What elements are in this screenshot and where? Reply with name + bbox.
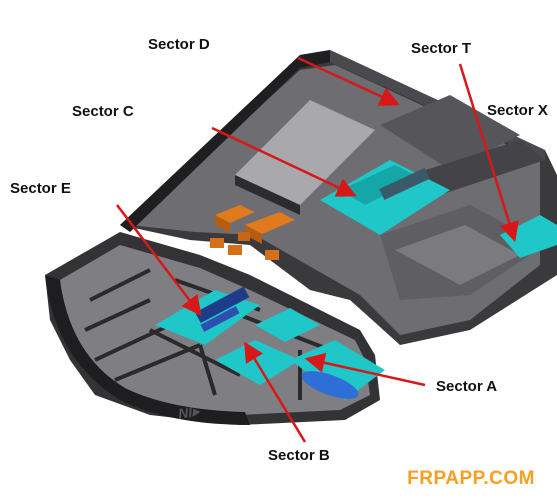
label-sector-a: Sector A xyxy=(436,378,498,395)
arrow-sector-e xyxy=(116,204,202,316)
label-sector-x: Sector X xyxy=(487,102,548,119)
pointer-arrows xyxy=(116,56,519,443)
sector-x-area xyxy=(500,215,557,258)
highlighted-areas xyxy=(155,160,557,400)
watermark: FRPAPP.COM xyxy=(407,468,535,489)
arrow-sector-b xyxy=(244,341,307,443)
svg-text:NI▸: NI▸ xyxy=(177,403,202,422)
label-sector-c: Sector C xyxy=(72,103,134,120)
label-sector-t: Sector T xyxy=(411,40,472,57)
label-sector-b: Sector B xyxy=(268,447,330,464)
floor-logo: NI▸ xyxy=(177,403,202,422)
arrow-sector-a xyxy=(304,352,426,387)
label-sector-e: Sector E xyxy=(10,180,71,197)
arrow-sector-d xyxy=(297,56,400,106)
arrow-sector-t xyxy=(458,63,519,243)
orange-equipment xyxy=(210,205,295,260)
label-sector-d: Sector D xyxy=(148,36,210,53)
arrow-sector-c xyxy=(211,126,357,197)
